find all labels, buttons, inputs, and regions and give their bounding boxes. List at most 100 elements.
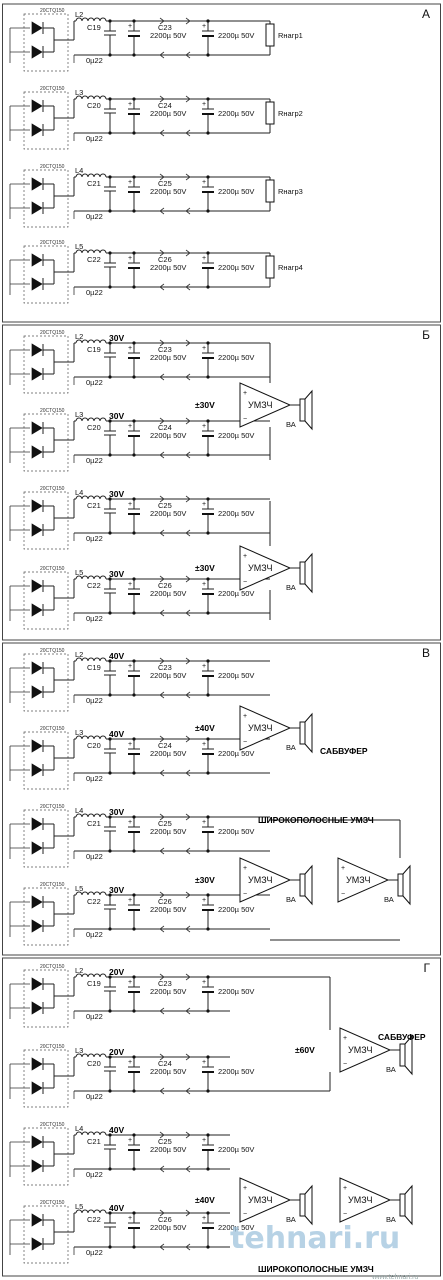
junction-dot (132, 577, 136, 581)
polarity-plus: + (202, 179, 206, 186)
junction-dot (108, 375, 112, 379)
junction-dot (206, 531, 210, 535)
rail-voltage-label: 30V (109, 489, 124, 499)
current-arrow (159, 95, 165, 103)
capacitor-value: 0µ22 (86, 1170, 103, 1179)
section-frame (2, 642, 441, 956)
current-arrow (185, 1131, 191, 1139)
current-arrow (159, 207, 165, 215)
section-frame (2, 324, 441, 641)
capacitor-label: C25 (158, 819, 172, 828)
current-arrow (159, 973, 165, 981)
inductor-coil (87, 339, 95, 344)
inductor-coil (93, 813, 101, 818)
current-arrow (159, 51, 165, 59)
inductor-label: L3 (75, 1046, 83, 1055)
load-resistor (265, 101, 275, 125)
current-arrow (185, 691, 191, 699)
rail-voltage-label: 30V (109, 569, 124, 579)
junction-dot (108, 1009, 112, 1013)
speaker-cone (304, 1184, 313, 1226)
amplifier-label: УМЗЧ (348, 1195, 372, 1205)
amplifier-label: УМЗЧ (346, 875, 370, 885)
inductor-label: L2 (75, 10, 83, 19)
polarity-plus: + (128, 501, 132, 508)
polarity-plus: + (202, 979, 206, 986)
capacitor-value: 2200µ 50V (150, 987, 186, 996)
capacitor-label: C23 (158, 663, 172, 672)
inductor-label: L5 (75, 568, 83, 577)
capacitor-value: 2200µ 50V (150, 589, 186, 598)
electrolytic-plate (128, 1149, 140, 1151)
junction-dot (206, 209, 210, 213)
current-arrow (185, 575, 191, 583)
electrolytic-plate (202, 1149, 214, 1151)
rail-voltage-label: 20V (109, 967, 124, 977)
inductor-coil (93, 249, 101, 254)
inductor-label: L4 (75, 488, 83, 497)
rail-voltage-label: 40V (109, 1125, 124, 1135)
inductor-coil (87, 249, 95, 254)
section-letter: В (422, 646, 430, 660)
junction-dot (132, 927, 136, 931)
current-arrow (159, 129, 165, 137)
diode-symbol (31, 99, 43, 113)
capacitor-value: 0µ22 (86, 378, 103, 387)
capacitor-label: C24 (158, 101, 172, 110)
junction-dot (132, 453, 136, 457)
electrolytic-plate (128, 675, 140, 677)
diode-symbol (31, 1135, 43, 1149)
capacitor-value: 2200µ 50V (218, 987, 254, 996)
load-label: Rнагр1 (278, 31, 303, 40)
inductor-coil (99, 249, 107, 254)
polarity-plus: + (202, 741, 206, 748)
capacitor-label: C19 (87, 23, 101, 32)
junction-dot (132, 285, 136, 289)
current-arrow (159, 249, 165, 257)
amplifier-triangle (239, 382, 292, 428)
junction-dot (206, 611, 210, 615)
speaker-magnet (299, 398, 306, 422)
junction-dot (108, 771, 112, 775)
polarity-plus: + (128, 23, 132, 30)
speaker-magnet (299, 873, 306, 897)
junction-dot (108, 975, 112, 979)
supply-voltage-label: ±30V (195, 400, 215, 410)
polarity-plus: + (202, 1059, 206, 1066)
capacitor-value: 2200µ 50V (150, 509, 186, 518)
junction-dot (108, 19, 112, 23)
diode-module-box (23, 91, 69, 150)
current-arrow (185, 1053, 191, 1061)
electrolytic-plate (128, 435, 140, 437)
junction-dot (206, 893, 210, 897)
current-arrow (185, 1243, 191, 1251)
diode-symbol (31, 343, 43, 357)
current-arrow (185, 1087, 191, 1095)
polarity-plus: + (128, 1137, 132, 1144)
junction-dot (108, 1055, 112, 1059)
speaker-magnet (299, 721, 306, 745)
amplifier-triangle (339, 1027, 392, 1073)
diode-module-label: 20CTQ150 (40, 164, 65, 170)
capacitor-label: C20 (87, 1059, 101, 1068)
junction-dot (206, 419, 210, 423)
diode-module-label: 20CTQ150 (40, 566, 65, 572)
load-label: Rнагр4 (278, 263, 303, 272)
polarity-plus: + (202, 101, 206, 108)
amplifier-triangle (239, 1177, 292, 1223)
amplifier-label: УМЗЧ (248, 723, 272, 733)
junction-dot (108, 737, 112, 741)
rail-voltage-label: 20V (109, 1047, 124, 1057)
inductor-coil (87, 495, 95, 500)
diode-symbol (31, 1237, 43, 1251)
watermark-small: www.tehnari.ru (371, 1274, 418, 1280)
amplifier-label: УМЗЧ (248, 875, 272, 885)
junction-dot (108, 1245, 112, 1249)
current-arrow (185, 51, 191, 59)
electrolytic-plate (202, 191, 214, 193)
speaker-magnet (399, 1043, 406, 1067)
capacitor-value: 2200µ 50V (150, 1067, 186, 1076)
